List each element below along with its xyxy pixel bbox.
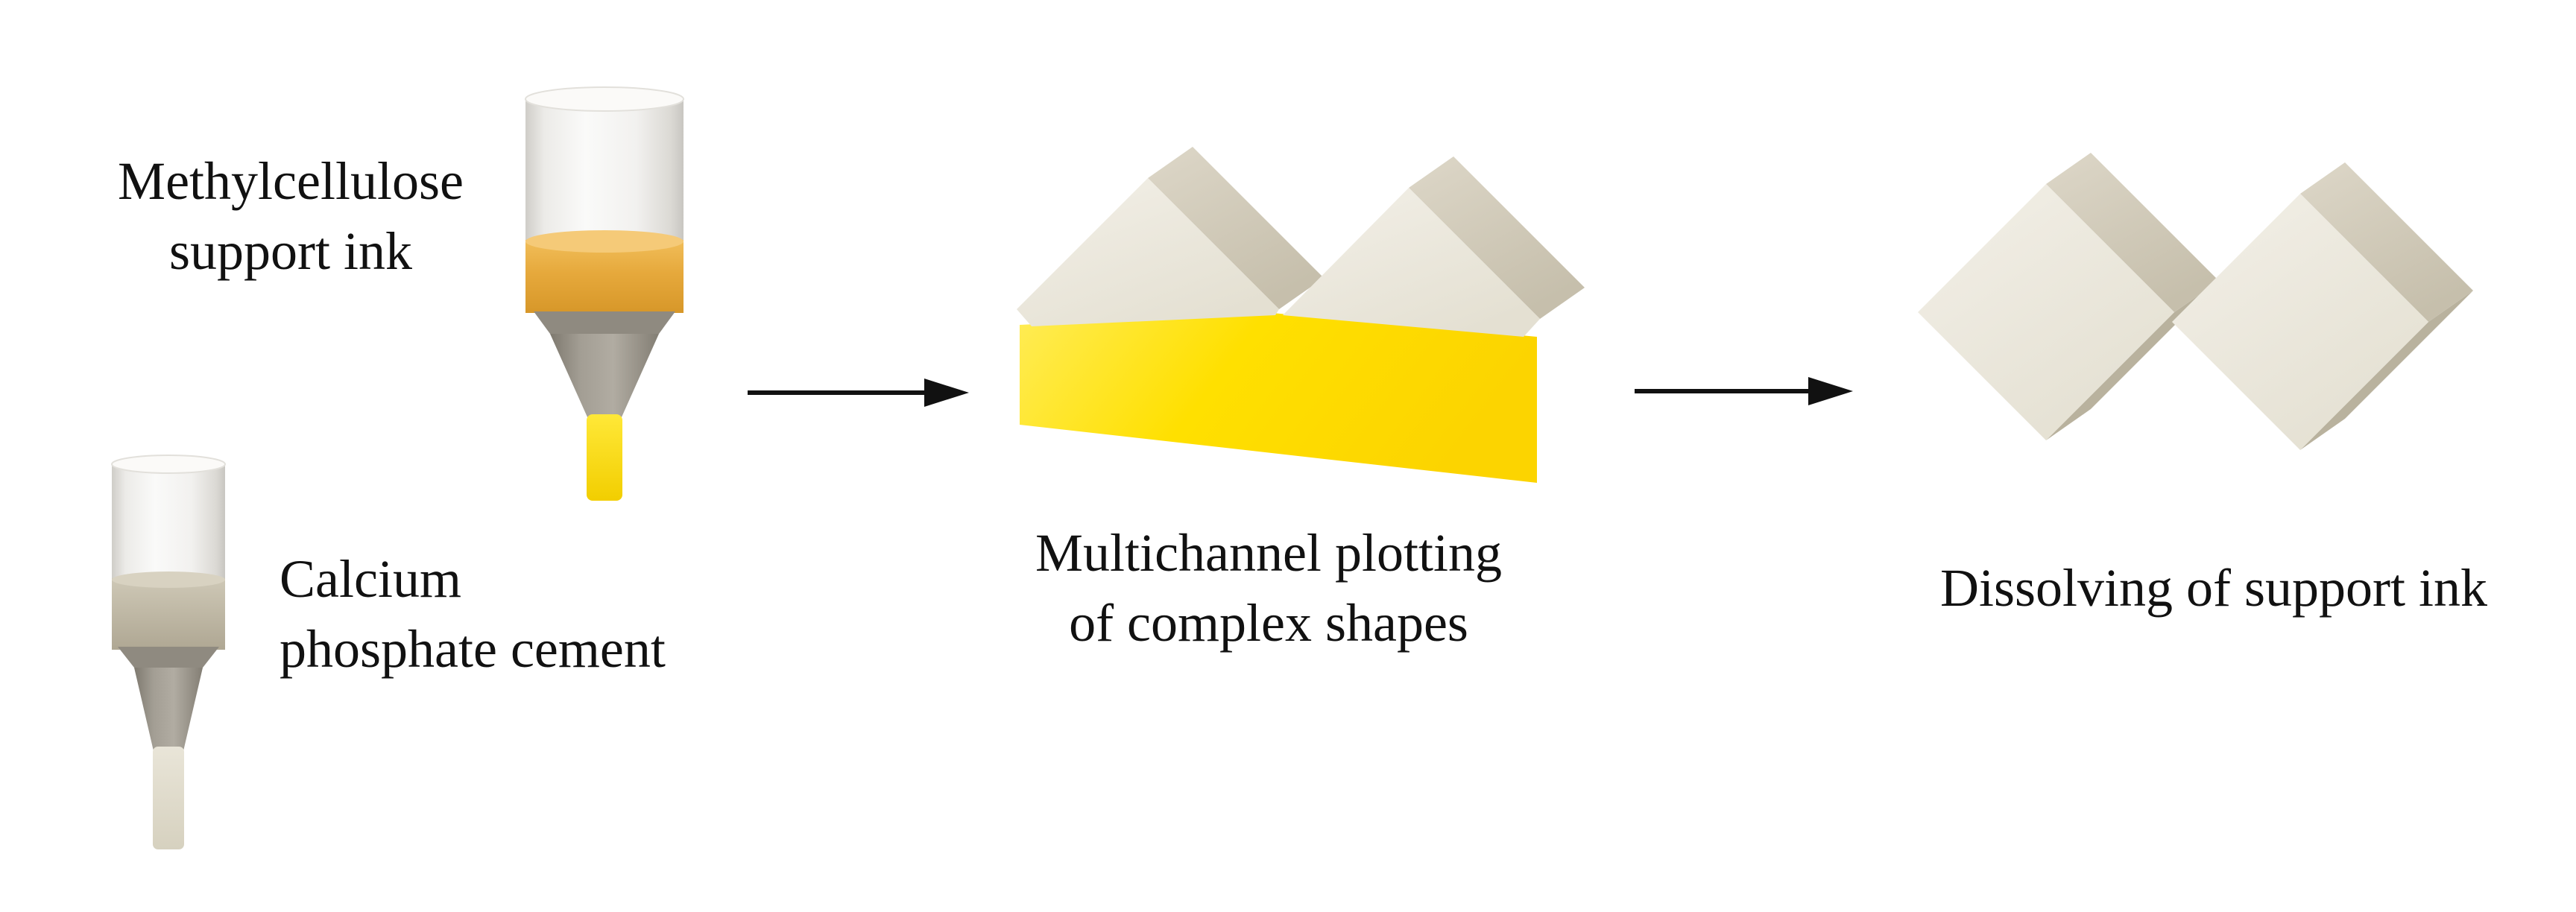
syringe-cpc-icon <box>111 455 226 849</box>
extruded-support-ink <box>587 414 622 501</box>
nozzle-shoulder <box>534 311 675 334</box>
label-dissolving: Dissolving of support ink <box>1878 553 2549 623</box>
label-cement-line1: Calcium <box>280 549 461 609</box>
syringe-barrel <box>112 463 225 583</box>
arrow-right-icon <box>748 379 969 407</box>
label-dissolving-line1: Dissolving of support ink <box>1939 558 2488 618</box>
nozzle-cone <box>550 334 659 419</box>
syringe-support-ink-icon <box>525 86 684 501</box>
syringe-cap <box>525 86 684 112</box>
extruded-cement <box>153 747 184 849</box>
label-support-ink-line1: Methylcellulose <box>118 151 464 211</box>
label-support-ink-line2: support ink <box>168 221 412 281</box>
label-plotting-line2: of complex shapes <box>1069 593 1468 653</box>
cube-top-face <box>1148 147 1324 309</box>
nozzle-cone <box>134 668 203 751</box>
cube-front-face <box>1017 178 1279 326</box>
label-plotting: Multichannel plotting of complex shapes <box>948 518 1589 658</box>
printed-part-with-support-icon <box>1017 147 1585 483</box>
cube-front-face <box>1283 188 1540 337</box>
syringe-ink-beige <box>112 578 225 650</box>
nozzle-shoulder <box>118 647 219 668</box>
printed-part-dissolved-icon <box>1918 153 2473 450</box>
ink-meniscus <box>112 571 225 588</box>
arrow-head <box>924 379 969 407</box>
syringe-cap <box>111 455 226 474</box>
ink-meniscus <box>525 230 684 253</box>
label-cement-line2: phosphate cement <box>280 619 666 679</box>
cube-front-face <box>1918 184 2174 440</box>
cube-side-face <box>2300 291 2473 450</box>
cube-top-face <box>1409 156 1585 319</box>
label-plotting-line1: Multichannel plotting <box>1035 523 1502 583</box>
cube-top-face <box>2046 153 2219 312</box>
cube-top-face <box>2300 162 2473 322</box>
arrow-right-icon <box>1635 377 1853 405</box>
cube-front-face <box>2172 194 2428 450</box>
syringe-barrel <box>525 98 684 246</box>
support-ink-block <box>1020 313 1537 483</box>
label-cement: Calcium phosphate cement <box>280 544 846 684</box>
arrow-head <box>1808 377 1853 405</box>
label-support-ink: Methylcellulose support ink <box>75 146 507 286</box>
